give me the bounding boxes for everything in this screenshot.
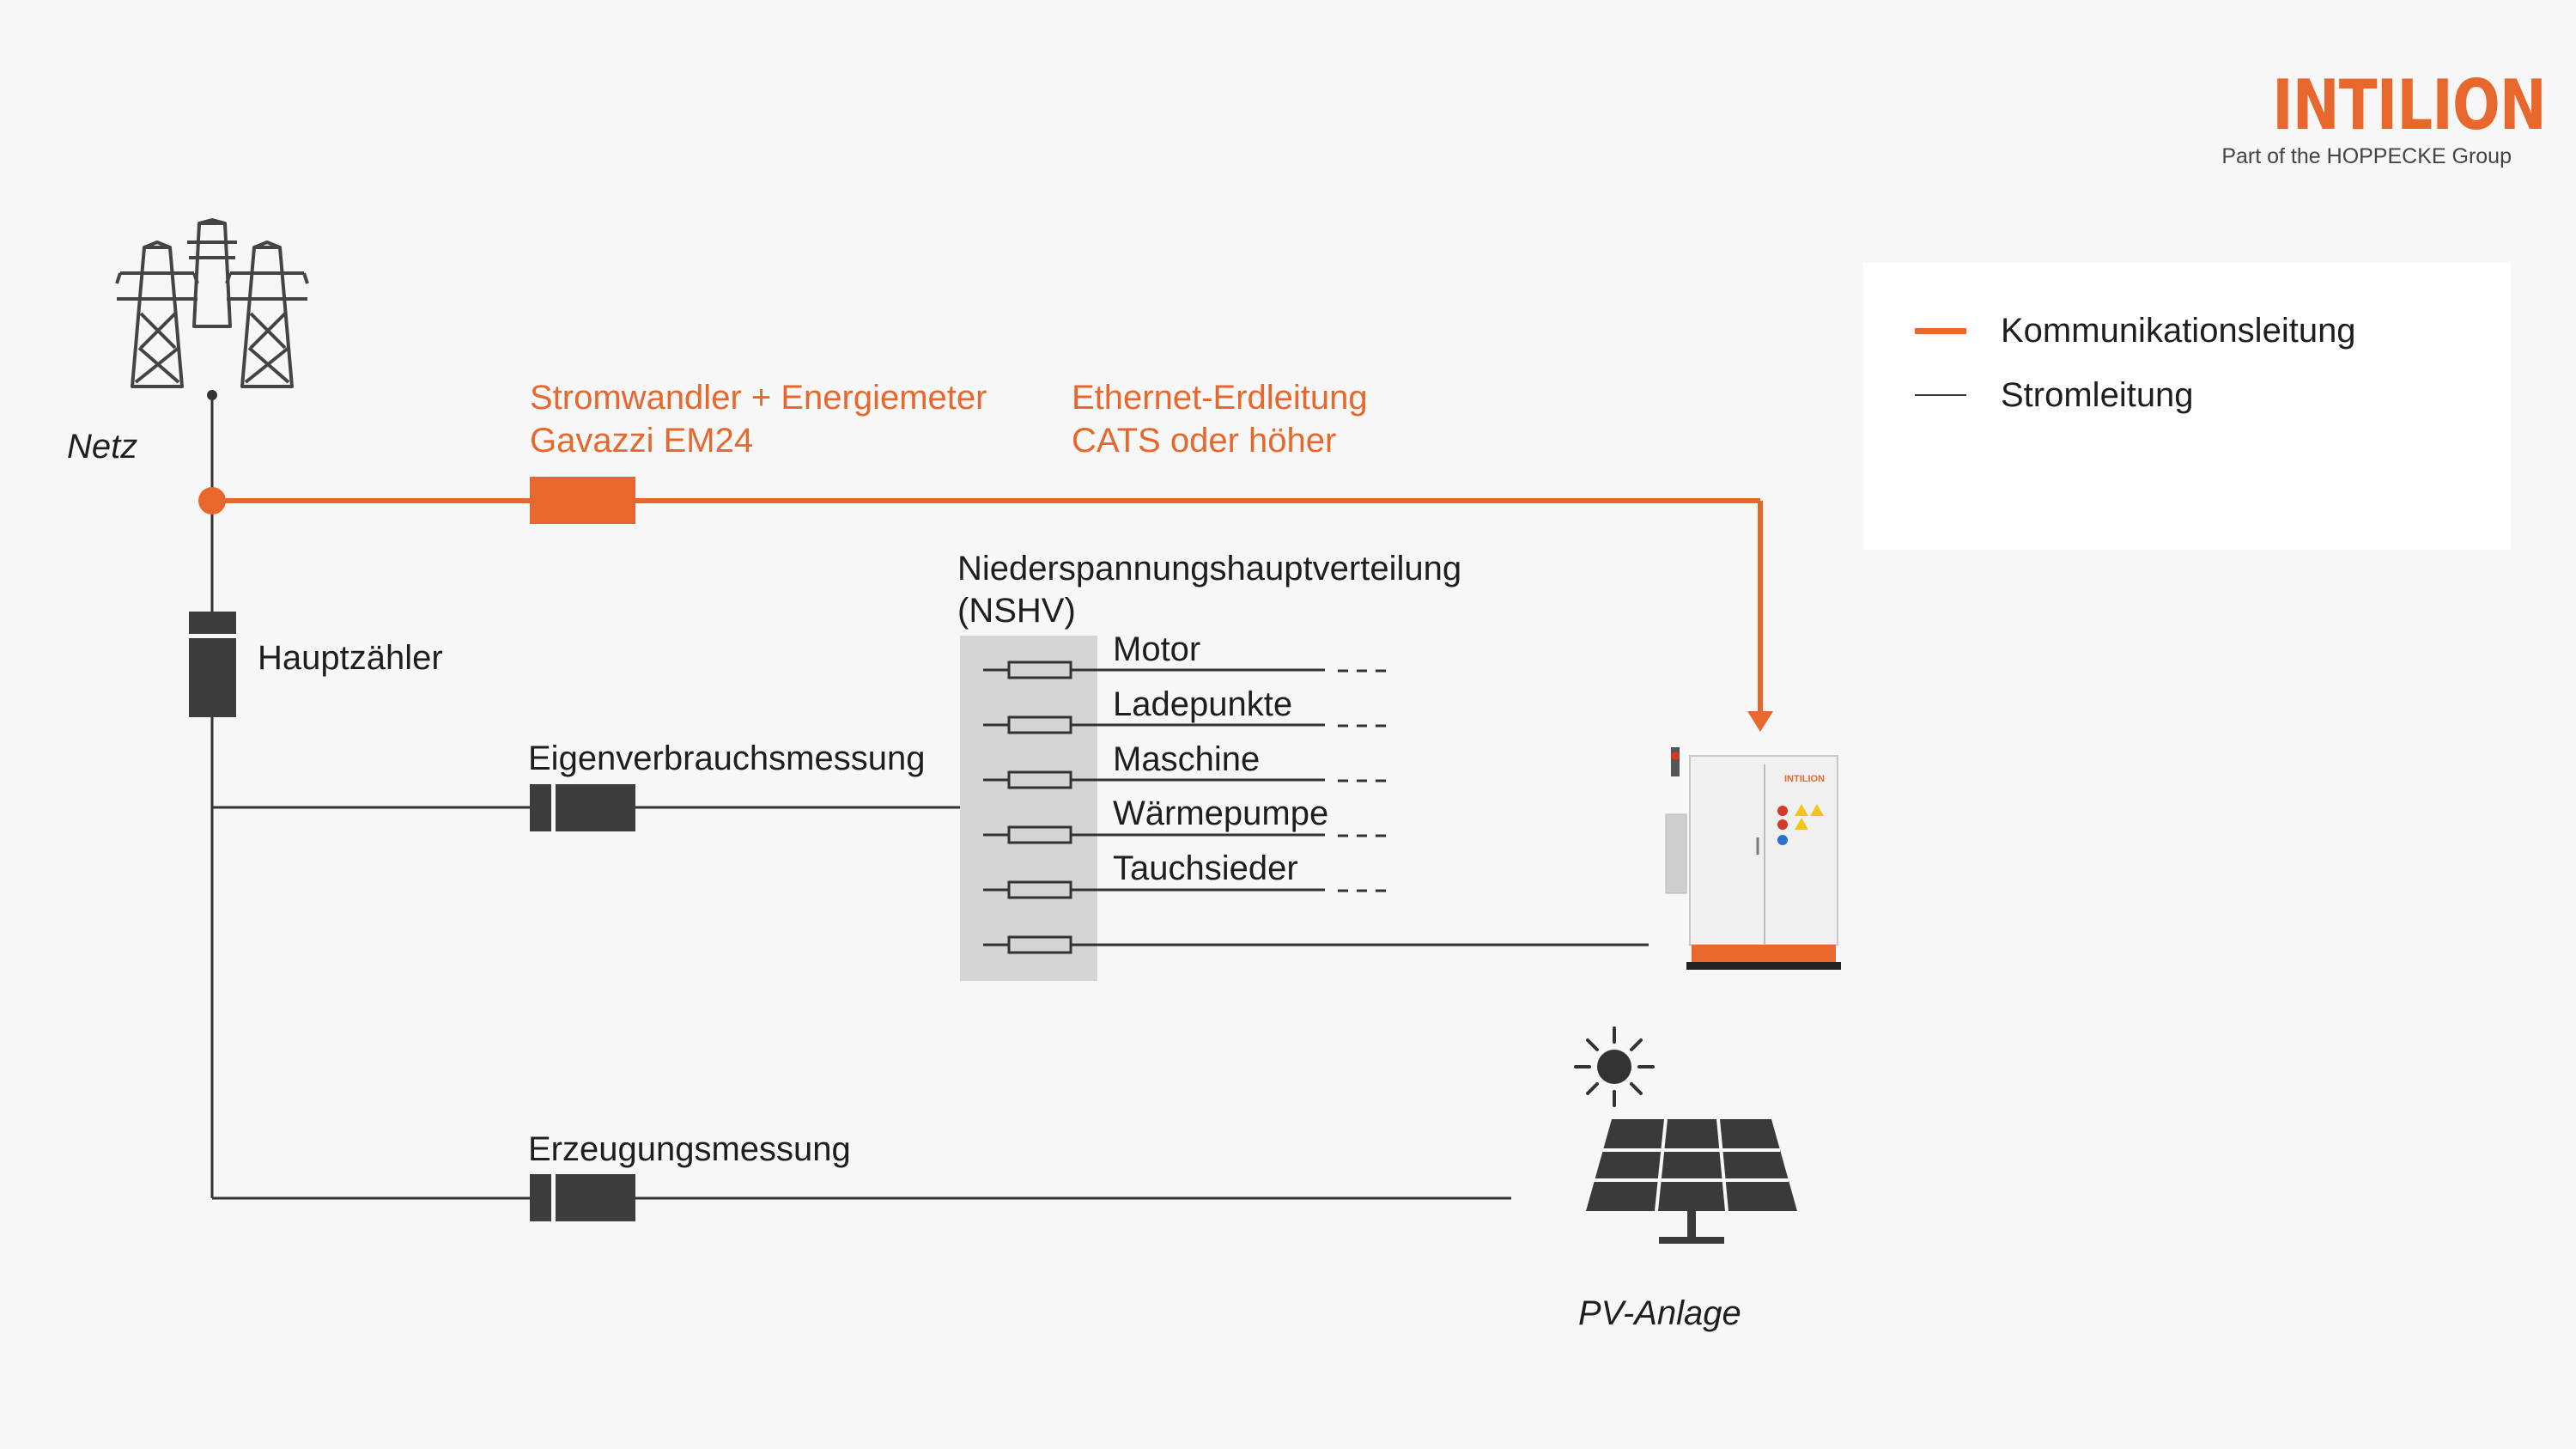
circuit-label-waermepumpe: Wärmepumpe bbox=[1113, 795, 1329, 832]
communication-line-swatch bbox=[1915, 327, 1966, 334]
current-transformer-meter bbox=[530, 477, 635, 524]
cabinet-brand-text: INTILION bbox=[1784, 774, 1825, 784]
comm-arrow-head bbox=[1747, 711, 1773, 732]
legend-item-communication: Kommunikationsleitung bbox=[1915, 309, 2356, 352]
power-lines bbox=[210, 395, 1649, 1200]
circuit-lines bbox=[1071, 668, 1649, 947]
legend-item-power: Stromleitung bbox=[1915, 374, 2194, 417]
consumption-meter-icon bbox=[530, 784, 635, 831]
generation-meter-icon bbox=[530, 1174, 635, 1221]
sun-icon bbox=[1574, 1026, 1655, 1107]
circuit-label-maschine: Maschine bbox=[1113, 740, 1261, 778]
ethernet-label-1: Ethernet-Erdleitung bbox=[1072, 379, 1368, 417]
circuit-label-motor: Motor bbox=[1113, 630, 1201, 668]
pv-label: PV-Anlage bbox=[1578, 1294, 1741, 1332]
grid-label: Netz bbox=[67, 428, 138, 466]
logo-tagline: Part of the HOPPECKE Group bbox=[2221, 144, 2512, 168]
current-transformer-label-2: Gavazzi EM24 bbox=[530, 422, 754, 460]
legend-label-communication: Kommunikationsleitung bbox=[2001, 311, 2356, 350]
circuit-label-tauchsieder: Tauchsieder bbox=[1113, 849, 1298, 887]
grid-connection-dot bbox=[207, 390, 217, 400]
comm-junction-dot bbox=[198, 487, 226, 514]
consumption-meter-label: Eigenverbrauchsmessung bbox=[528, 740, 926, 777]
battery-cabinet-icon: INTILION bbox=[1665, 747, 1841, 970]
circuit-label-ladepunkte: Ladepunkte bbox=[1113, 685, 1293, 723]
legend-box: Kommunikationsleitung Stromleitung bbox=[1863, 263, 2511, 550]
current-transformer-label-1: Stromwandler + Energiemeter bbox=[530, 379, 987, 417]
logo-name: INTILION bbox=[2272, 65, 2547, 145]
power-line-swatch bbox=[1915, 394, 1966, 396]
power-tower-icon bbox=[115, 218, 309, 388]
nshv-label-2: (NSHV) bbox=[957, 592, 1076, 630]
legend-label-power: Stromleitung bbox=[2001, 375, 2194, 414]
main-meter-label: Hauptzähler bbox=[258, 639, 443, 677]
intilion-logo: INTILION Part of the HOPPECKE Group bbox=[2220, 65, 2547, 169]
main-meter-icon bbox=[189, 612, 236, 717]
cabinet-warning-signs-icon bbox=[1777, 804, 1824, 845]
solar-panel-icon bbox=[1586, 1118, 1797, 1244]
nshv-box bbox=[960, 636, 1097, 981]
nshv-label-1: Niederspannungshauptverteilung bbox=[957, 550, 1462, 588]
generation-meter-label: Erzeugungsmessung bbox=[528, 1130, 851, 1168]
communication-line bbox=[212, 498, 1763, 717]
ethernet-label-2: CATS oder höher bbox=[1072, 422, 1337, 460]
